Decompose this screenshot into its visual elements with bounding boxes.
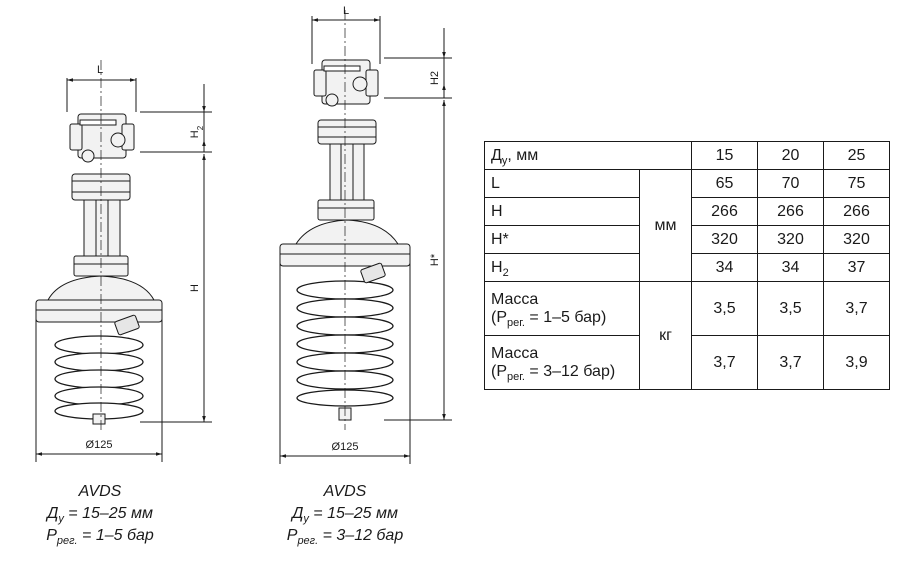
table-cell: 3,5 [757,281,824,336]
table-cell: 266 [757,197,824,226]
header-size-cell: 25 [823,141,890,170]
drawing1-dim-diameter: Ø125 [86,439,113,451]
table-cell: 266 [823,197,890,226]
drawing1-dim-H2: H2 [189,125,205,138]
specification-table: Ду, мм 15 20 25 L мм 65 70 75 H 266 266 … [484,141,890,390]
table-cell: 320 [691,225,758,254]
caption-model: AVDS [78,483,122,500]
unit-kg-cell: кг [639,281,692,390]
table-cell: 34 [757,253,824,282]
table-cell: 266 [691,197,758,226]
drawing2-dim-diameter: Ø125 [332,441,359,453]
row-label: H2 [484,253,640,282]
header-size-cell: 15 [691,141,758,170]
table-cell: 65 [691,169,758,198]
table-cell: 70 [757,169,824,198]
table-row: Масса(Pрег. = 3–12 бар) 3,7 3,7 3,9 [484,335,890,390]
row-label: H* [484,225,640,254]
row-label: Масса(Pрег. = 1–5 бар) [484,281,640,336]
valve-drawing-1 [35,60,212,462]
table-cell: 320 [823,225,890,254]
row-label: L [484,169,640,198]
header-label-cell: Ду, мм [484,141,692,170]
table-cell: 3,9 [823,335,890,390]
table-row: L мм 65 70 75 [484,169,890,282]
table-cell: 75 [823,169,890,198]
table-header-row: Ду, мм 15 20 25 [484,141,890,170]
table-row: Масса(Pрег. = 1–5 бар) кг 3,5 3,5 3,7 [484,281,890,390]
caption-drawing-2: AVDS Ду = 15–25 мм Pрег. = 3–12 бар [270,481,420,547]
caption-pressure: Pрег. = 1–5 бар [46,527,154,548]
header-size-cell: 20 [757,141,824,170]
table-cell: 3,7 [691,335,758,390]
table-cell: 3,7 [823,281,890,336]
caption-pressure: Pрег. = 3–12 бар [286,527,404,548]
caption-drawing-1: AVDS Ду = 15–25 мм Pрег. = 1–5 бар [35,481,165,547]
drawing1-dim-H: H [189,284,201,292]
table-cell: 320 [757,225,824,254]
table-cell: 37 [823,253,890,282]
row-label: Масса(Pрег. = 3–12 бар) [484,335,640,390]
drawing2-dim-L: L [343,5,349,17]
row-label: H [484,197,640,226]
drawing2-dim-H2: H2 [429,71,441,85]
unit-mm-cell: мм [639,169,692,282]
valve-drawing-2 [279,10,452,464]
drawing1-dim-L: L [97,64,103,76]
table-cell: 34 [691,253,758,282]
caption-dn: Ду = 15–25 мм [292,505,398,526]
caption-model: AVDS [323,483,367,500]
drawing2-dim-H: H* [429,253,441,266]
table-cell: 3,7 [757,335,824,390]
table-cell: 3,5 [691,281,758,336]
caption-dn: Ду = 15–25 мм [47,505,153,526]
